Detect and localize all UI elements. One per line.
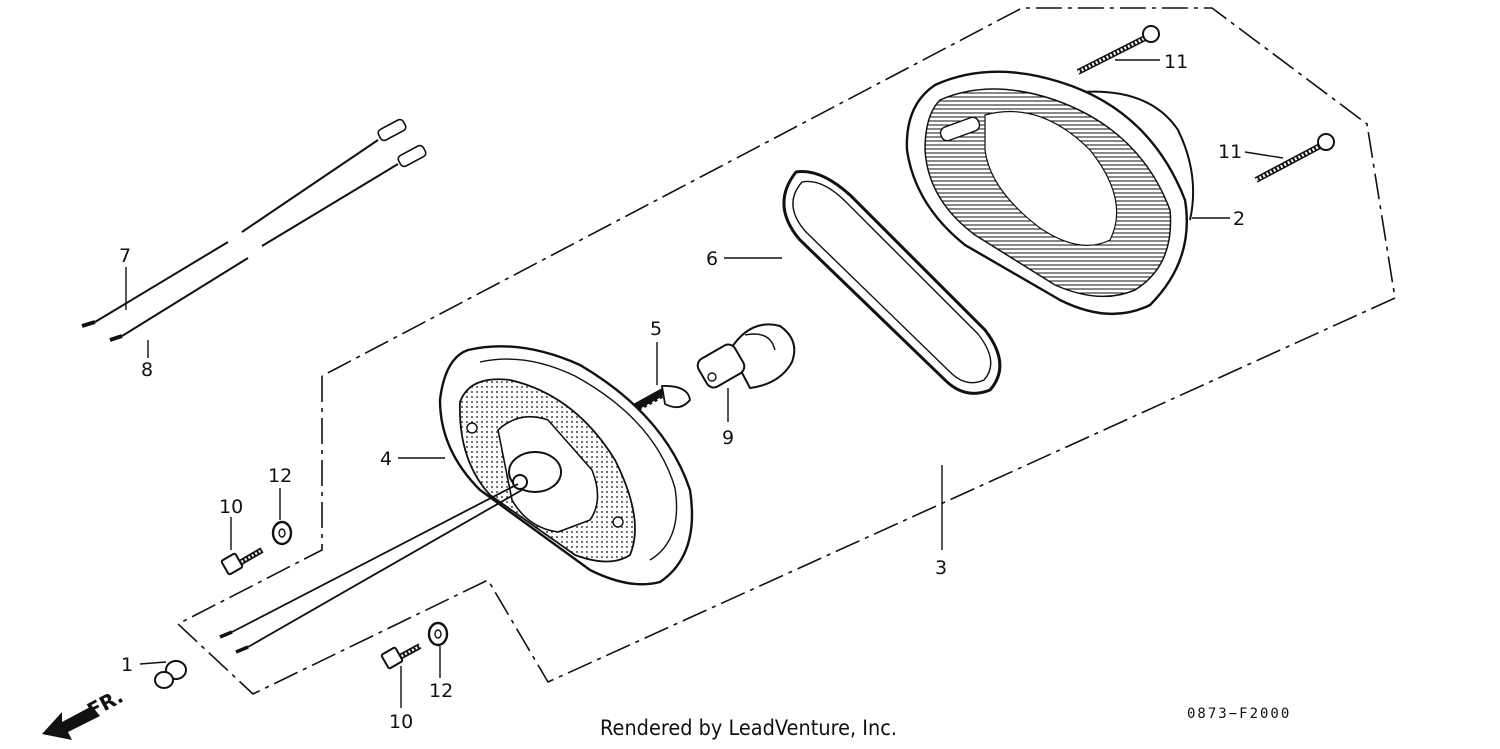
lamp-base <box>438 345 694 586</box>
callout-3: 3 <box>935 557 947 579</box>
callout-12-upper: 12 <box>268 465 292 487</box>
lamp-wires <box>219 483 523 654</box>
lead-wires <box>81 118 427 342</box>
callout-6: 6 <box>706 248 718 270</box>
callout-11-upper: 11 <box>1164 51 1188 73</box>
rendered-by-credit: Rendered by LeadVenture, Inc. <box>600 716 897 740</box>
callout-11-lower: 11 <box>1218 141 1242 163</box>
bolt-upper <box>220 547 264 576</box>
callout-5: 5 <box>650 318 662 340</box>
washer-upper <box>271 520 293 546</box>
callout-2: 2 <box>1233 208 1245 230</box>
grommet <box>154 660 187 689</box>
screw-upper <box>1076 25 1160 75</box>
bulb <box>696 323 796 390</box>
callout-8: 8 <box>141 359 153 381</box>
callout-1: 1 <box>121 654 133 676</box>
diagram-code: 0873−F2000 <box>1187 706 1292 722</box>
callout-9: 9 <box>722 427 734 449</box>
lens <box>905 70 1195 315</box>
gasket <box>782 169 1002 395</box>
callout-4: 4 <box>380 448 392 470</box>
callout-12-lower: 12 <box>429 680 453 702</box>
screw-lower <box>1254 133 1335 183</box>
callout-10-upper: 10 <box>219 496 243 518</box>
callout-10-lower: 10 <box>389 711 413 733</box>
leader-lines <box>125 59 1284 708</box>
front-direction-arrow-icon: FR. <box>42 684 127 740</box>
callout-7: 7 <box>119 245 131 267</box>
bolt-lower <box>380 643 422 670</box>
assembly-boundary <box>176 7 1396 695</box>
washer-lower <box>427 621 449 647</box>
